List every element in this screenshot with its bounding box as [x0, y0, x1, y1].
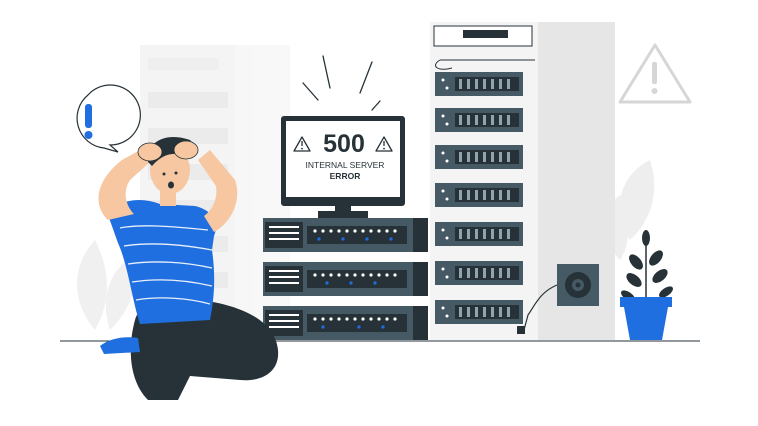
- rack-units: [435, 72, 523, 324]
- shock-lines: [302, 55, 381, 111]
- warning-triangle-icon: [618, 43, 692, 104]
- potted-plant: [620, 230, 673, 340]
- screen-warning-icon-left: [293, 136, 311, 152]
- error-message-line2: ERROR: [329, 171, 361, 181]
- frustrated-person: [98, 136, 279, 400]
- screen-warning-icon-right: [375, 136, 393, 152]
- error-code: 500: [323, 130, 365, 158]
- error-monitor: [281, 116, 405, 218]
- exclamation-bubble-icon: [76, 84, 141, 153]
- speaker-box-icon: [517, 264, 599, 334]
- server-stack: [263, 218, 428, 340]
- error-message-line1: INTERNAL SERVER: [305, 160, 385, 170]
